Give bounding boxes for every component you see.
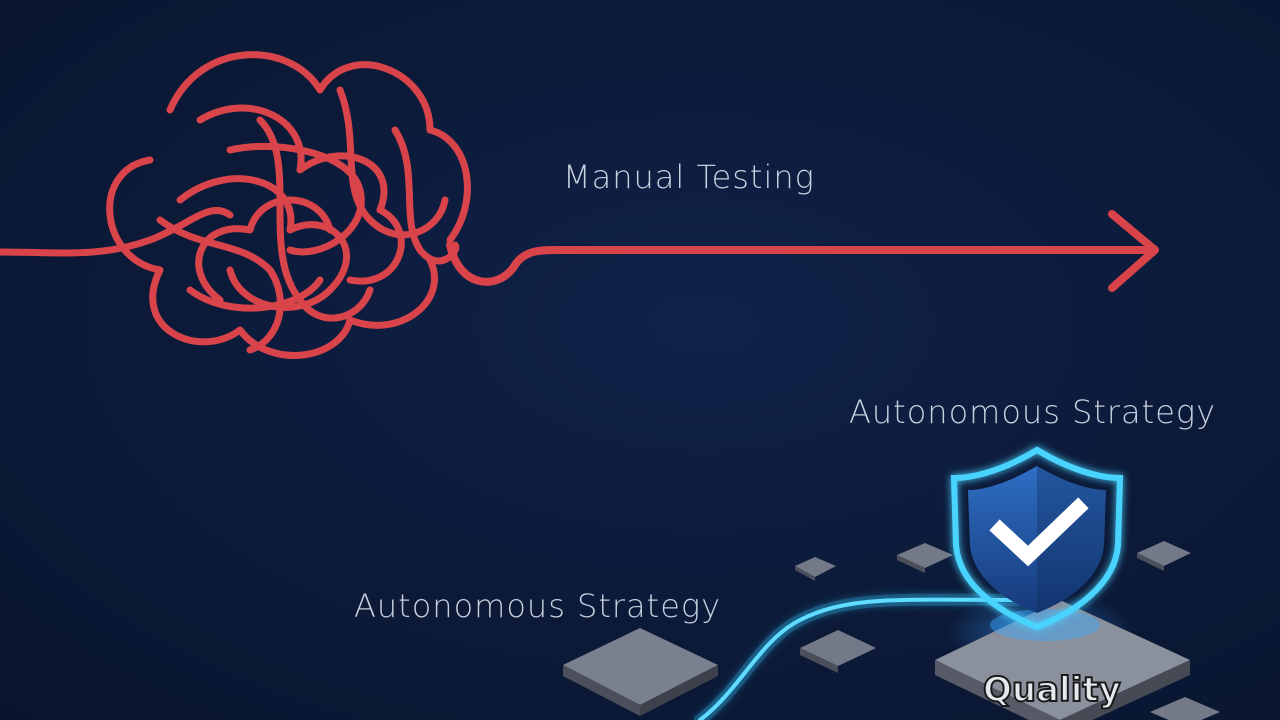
autonomous-strategy-label-bottom: Autonomous Strategy — [354, 587, 722, 625]
shield-check-icon — [950, 446, 1124, 631]
floor-tile — [795, 557, 836, 581]
autonomous-path-line — [694, 593, 1036, 720]
arrow-right-icon — [446, 210, 1159, 292]
tangled-line-icon — [0, 51, 471, 359]
floor-tiles — [563, 541, 1220, 720]
floor-tile — [563, 628, 718, 716]
floor-tile — [1137, 541, 1191, 571]
floor-tile — [800, 630, 876, 673]
quality-label: Quality — [982, 669, 1122, 711]
floor-tile — [897, 543, 953, 573]
manual-testing-label: Manual Testing — [563, 158, 815, 196]
floor-tile — [1150, 697, 1220, 720]
autonomous-strategy-label-top: Autonomous Strategy — [849, 393, 1217, 431]
